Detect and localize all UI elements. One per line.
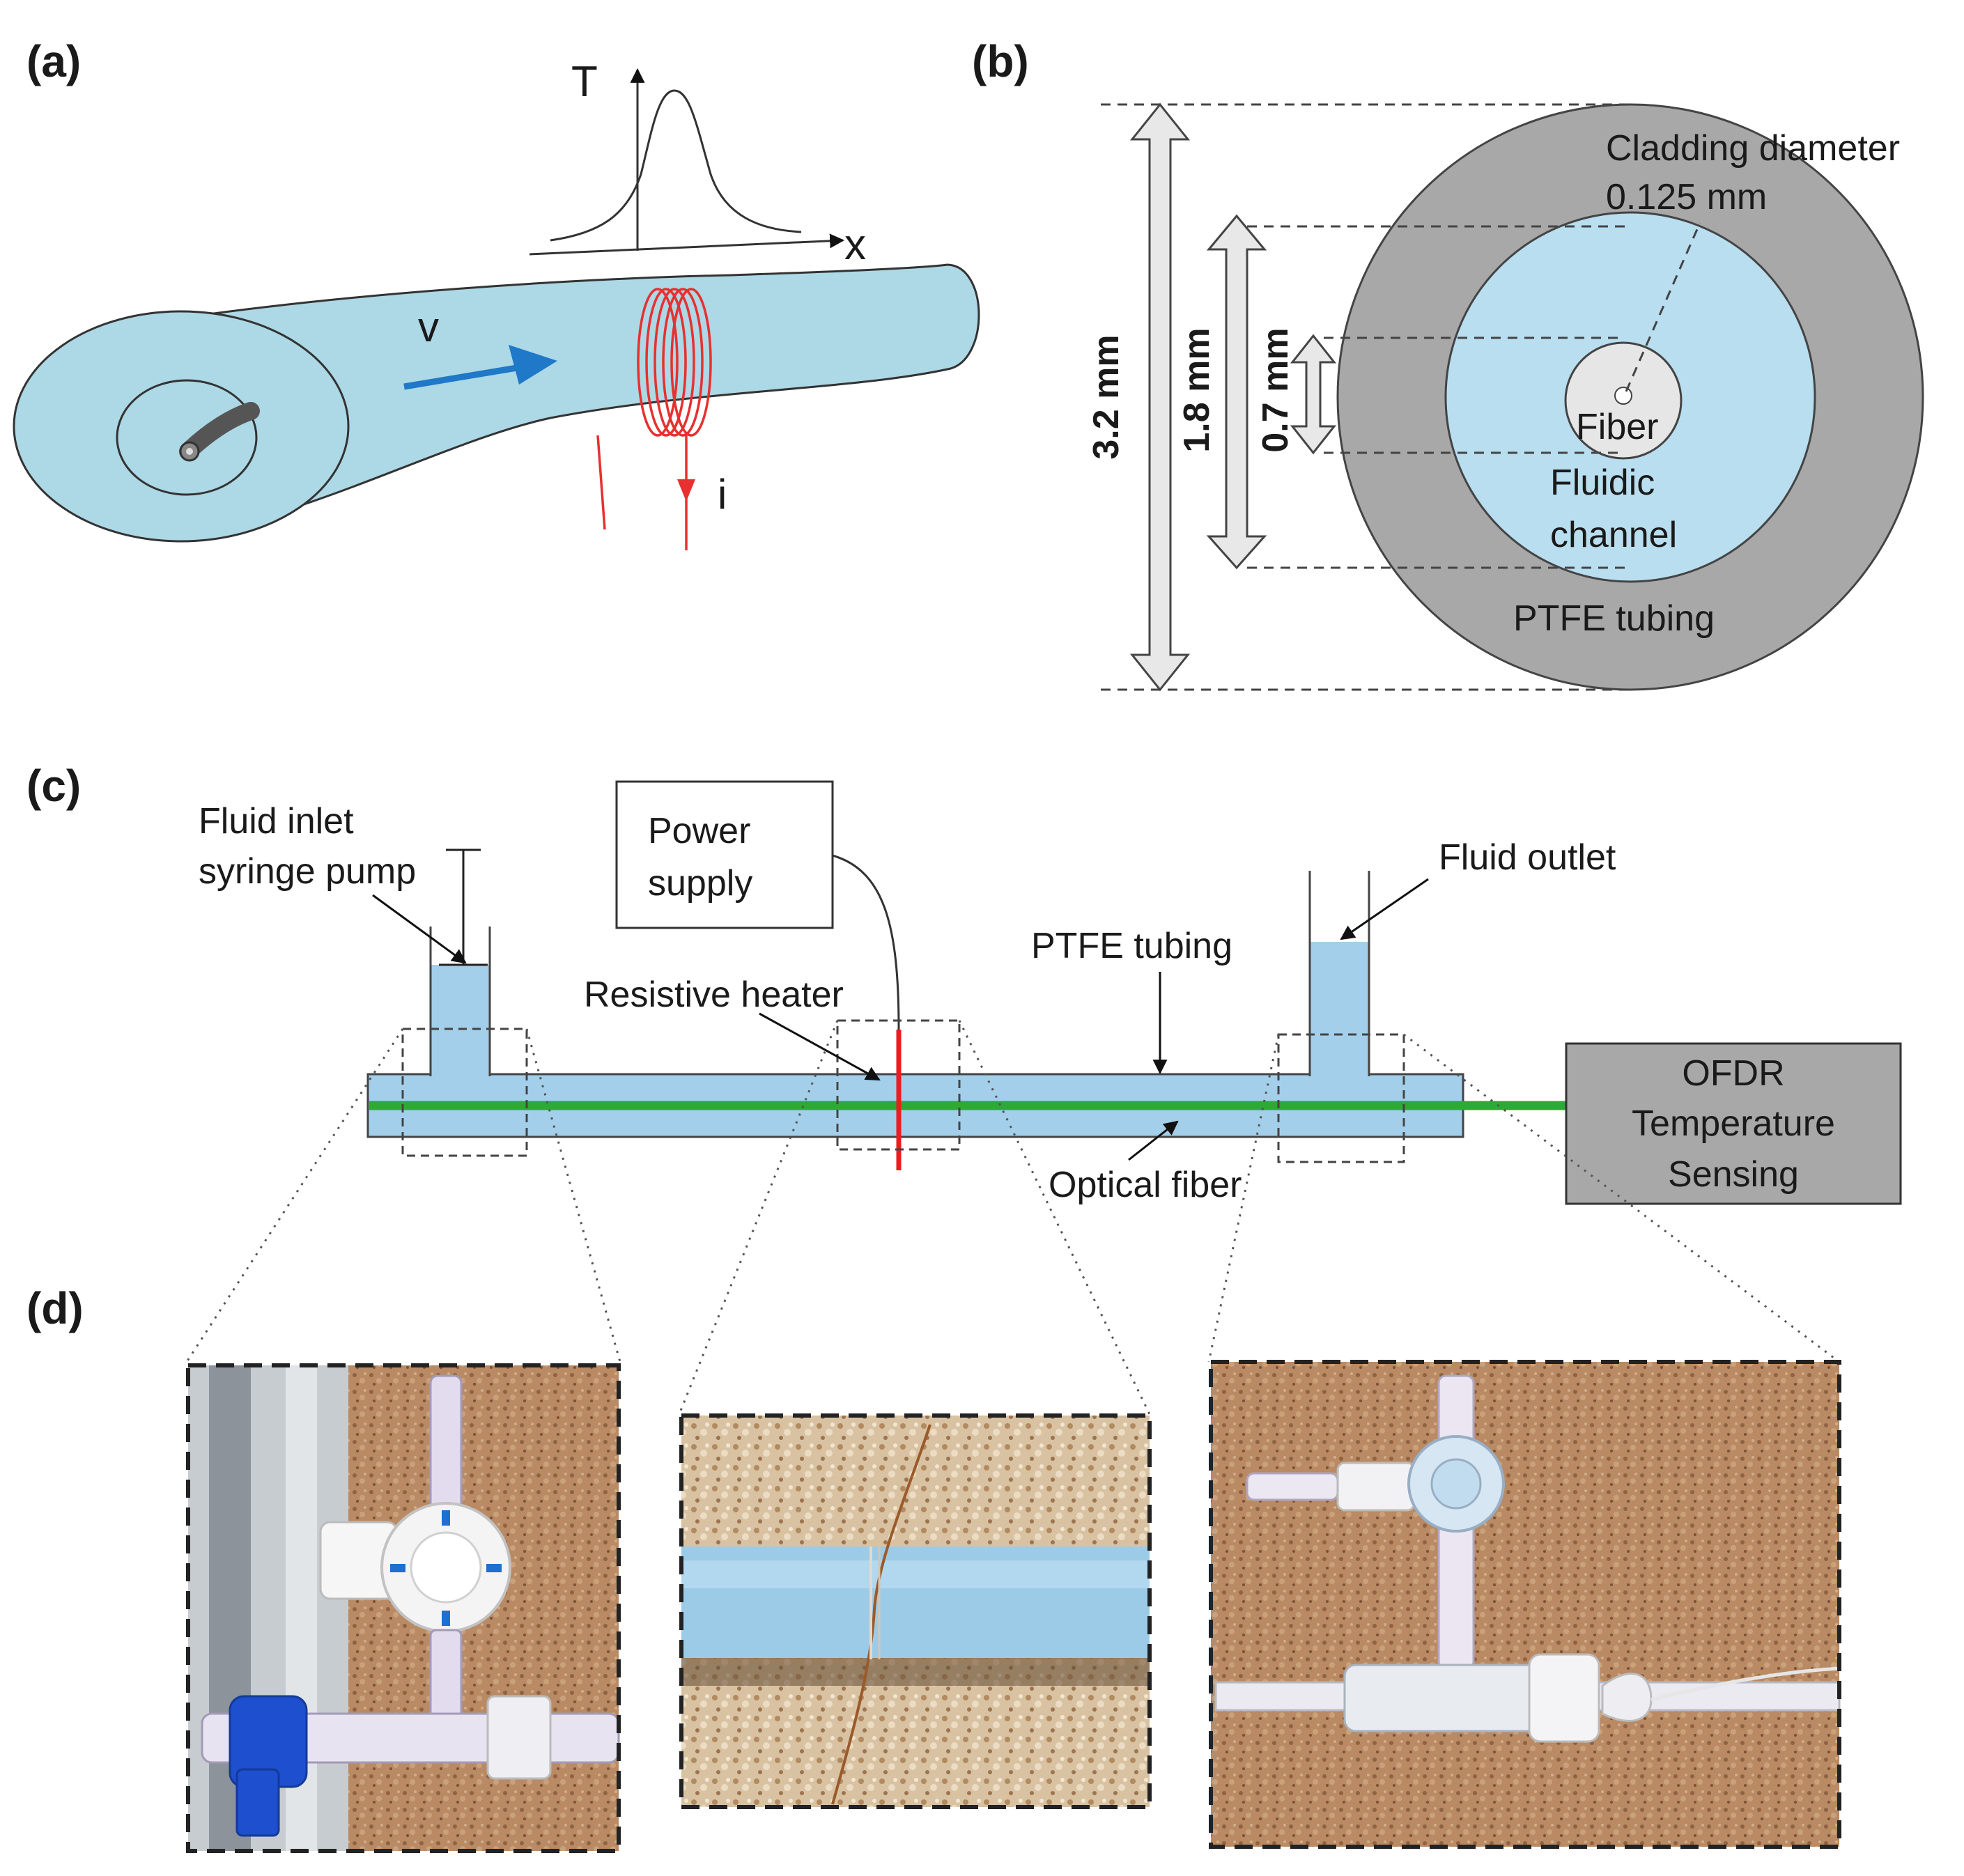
outlet-column xyxy=(1310,942,1369,1078)
heater-label: Resistive heater xyxy=(584,975,844,1015)
inlet-label-line2: syringe pump xyxy=(199,851,416,892)
panel-a: v i T x xyxy=(13,58,980,550)
inlet-label-line1: Fluid inlet xyxy=(199,801,354,842)
dim-label-outer: 3.2 mm xyxy=(1086,334,1127,459)
panel-c: Power supply OFDR Temperature Sensing Fl… xyxy=(199,780,1902,1205)
ofdr-label-line2: Temperature xyxy=(1632,1103,1835,1144)
inlet-column xyxy=(431,965,490,1078)
photo-frame-2 xyxy=(679,1413,1152,1809)
dimension-guides xyxy=(1101,103,1630,691)
zoom-boxes xyxy=(401,1019,1405,1163)
tubing-label-c: PTFE tubing xyxy=(1031,926,1232,966)
power-supply-box xyxy=(615,780,834,929)
ofdr-label-line3: Sensing xyxy=(1668,1154,1799,1195)
dim-label-middle: 1.8 mm xyxy=(1177,327,1217,452)
t-axis-label: T xyxy=(571,58,598,106)
current-arrow xyxy=(677,479,695,502)
x-axis-label: x xyxy=(844,221,866,269)
panel-label-c: (c) xyxy=(26,761,81,811)
photo-frame-1 xyxy=(186,1363,621,1853)
outlet-label: Fluid outlet xyxy=(1439,837,1616,878)
dim-arrow-outer xyxy=(1129,102,1191,692)
panel-label-d: (d) xyxy=(26,1283,84,1333)
x-axis xyxy=(529,233,845,256)
dim-arrow-middle xyxy=(1206,214,1267,570)
current-label: i xyxy=(718,471,727,518)
photo-heater-wire xyxy=(681,1416,1150,1807)
panel-label-b: (b) xyxy=(972,36,1029,86)
ofdr-label-line1: OFDR xyxy=(1682,1053,1784,1094)
fluid-tube xyxy=(187,263,980,538)
cladding-leader xyxy=(1625,222,1701,392)
zoom-connector-lines xyxy=(185,1020,1840,1415)
photo-frame-3 xyxy=(1209,1360,1841,1849)
photo-outlet-fitting xyxy=(1211,1362,1841,1847)
velocity-label: v xyxy=(418,304,439,350)
inner-channel-circle xyxy=(116,379,258,496)
fiber-label: Fiber xyxy=(1576,407,1658,447)
cladding-label-line2: 0.125 mm xyxy=(1606,177,1767,217)
tubing-label: PTFE tubing xyxy=(1513,598,1715,639)
velocity-arrow xyxy=(403,362,530,390)
channel-label-line2: channel xyxy=(1550,515,1677,555)
power-supply-wire xyxy=(832,854,900,1030)
panel-label-a: (a) xyxy=(26,36,81,86)
dim-arrow-inner xyxy=(1290,334,1337,455)
fiber-label-c: Optical fiber xyxy=(1049,1165,1242,1205)
power-label-line1: Power xyxy=(648,811,750,851)
dim-label-inner: 0.7 mm xyxy=(1255,327,1296,452)
power-label-line2: supply xyxy=(648,863,752,904)
temperature-curve xyxy=(550,89,802,242)
heater-coil xyxy=(596,288,712,550)
photo-inlet-fitting xyxy=(188,1365,620,1851)
fiber-core xyxy=(1614,387,1632,405)
panel-b: 3.2 mm 1.8 mm 0.7 mm Cladding diameter 0… xyxy=(1086,102,1924,692)
ofdr-box xyxy=(1565,1042,1902,1205)
channel-label-line1: Fluidic xyxy=(1550,463,1655,503)
cladding-label-line1: Cladding diameter xyxy=(1606,128,1900,169)
